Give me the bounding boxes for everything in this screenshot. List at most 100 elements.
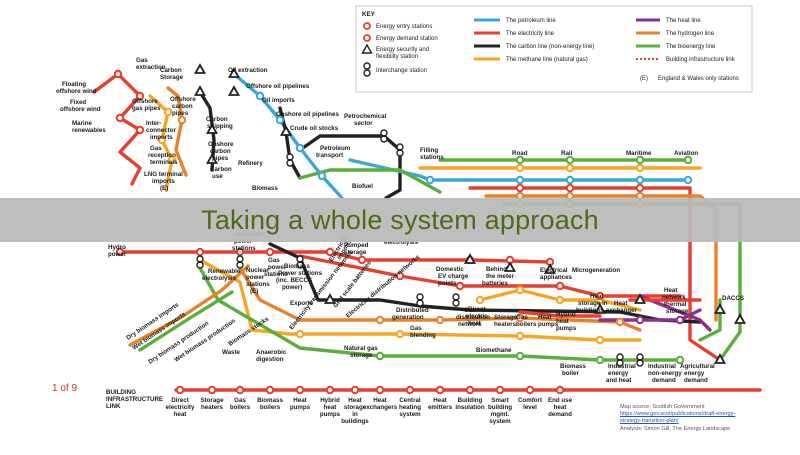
credits-source: Map source: Scottish Government [620,404,705,410]
station-marker [175,385,185,395]
station-marker [515,331,525,341]
station-marker [395,329,405,339]
credits-link[interactable]: https://www.gov.scot/publications/draft-… [620,411,798,425]
building-link-item: in [352,411,358,418]
building-link-item: exchangers [363,404,398,411]
map-label-top-left: extraction [136,64,166,71]
map-label-center-top: stations [420,154,444,161]
map-label-bottom: non-energy [648,370,682,377]
key-line-label: The methane line (natural gas) [506,57,588,63]
building-link-item: level [523,404,537,411]
map-label-lower: heaters [494,321,517,328]
map-label-left-mid: Carbon [206,116,228,123]
map-label-left-mid: Gas [150,145,162,152]
map-label-left-mid: (E) [160,185,168,192]
map-label-lower: Electrical [540,267,568,274]
map-label-lower: Domestic [436,266,464,273]
map-label-lower: Biomass [284,263,310,270]
station-marker [265,247,275,257]
building-link-item: buildings [341,418,369,425]
building-link-item: boilers [260,404,281,411]
station-marker [595,335,605,345]
map-label-lower: buildings [576,307,604,314]
station-marker [265,385,275,395]
map-label-top-left: Onshore oil pipelines [276,111,339,118]
map-label-top-left: Offshore oil pipelines [246,83,310,90]
station-marker [375,315,385,325]
map-label-lower: power [108,251,127,258]
building-link-item: storage [344,404,367,411]
map-label-left-mid: Carbon [210,166,232,173]
station-marker [565,163,575,173]
map-label-lower: storage in [578,300,608,307]
station-marker [357,255,367,265]
map-label-bottom: Industrial [648,363,676,370]
station-triangle [323,293,337,304]
building-link-item: system [399,411,421,418]
map-label-lower: Power stations [278,270,323,277]
key-symbol-interchange [363,69,371,77]
station-triangle [193,85,207,96]
map-label-lower: stations [232,245,256,252]
building-link-item: heating [399,404,421,411]
station-marker [135,91,145,101]
map-label-left-mid: shipping [207,123,233,130]
station-marker [167,155,177,165]
map-label-bottom: Biomethane [476,347,512,354]
map-label-top-left: Offshore [132,98,158,105]
map-label-bottom: boiler [562,370,579,377]
map-label-bottom: Agricultural [680,363,715,370]
building-infrastructure-link: BUILDINGINFRASTRUCTURELINKDirectelectric… [106,389,573,425]
station-marker [515,163,525,173]
map-label-bottom: and heat [606,377,631,384]
map-label-lower: Storage [494,314,518,321]
map-label-left-mid: Inter- [146,120,161,127]
building-link-item: electricity [166,404,195,411]
station-marker [435,385,445,395]
station-marker [515,155,525,165]
map-label-left-mid: reception [148,152,176,159]
map-label-top-left: Carbon [160,67,182,74]
station-marker [515,175,525,185]
station-triangle [463,253,477,264]
map-label-left-mid: imports [152,178,175,185]
map-label-lower: stations [246,281,270,288]
map-label-lower: Gas [410,325,422,332]
map-label-lower: power) [282,284,302,291]
electricity-line-right [468,186,722,362]
building-link-item: emitters [428,404,453,411]
key-label: Interchange station [376,68,427,74]
map-label-left-mid: carbon [210,148,231,155]
building-link-item: Central [399,397,421,404]
credits-analysis: Analysis: Simon Gill, The Energy Landsca… [620,425,731,432]
map-label-center-top: Petroleum [320,145,351,152]
station-marker [515,285,525,295]
map-label-top-left: Storage [160,74,184,81]
station-marker [113,69,123,79]
map-label-bottom: energy [684,370,705,377]
map-label-lower: Exports [290,300,314,307]
station-marker [565,175,575,185]
map-label-left-mid: terminals [150,159,178,166]
map-label-lower: network [458,321,482,328]
station-marker [325,247,335,257]
map-label-lower: exchanger [606,307,638,314]
key-symbol-interchange [363,62,371,70]
map-label-bottom: storage [350,352,373,359]
map-label-left-mid: connector [146,127,177,134]
building-link-item: pumps [290,404,311,411]
map-label-lower: electric [466,313,488,320]
map-label-left-mid: renewables [72,127,106,134]
map-label-center-top: Filling [420,147,438,154]
map-label-transport: Rail [561,150,573,157]
key-line-label: The petroleum line [506,18,556,24]
map-label-lower: storage [666,308,689,315]
map-label-transport: Aviation [674,150,698,157]
station-marker [135,125,145,135]
station-triangle [205,153,219,164]
station-marker [235,247,245,257]
key-symbol-demand [363,34,371,42]
building-link-item: demand [548,411,572,418]
building-link-title: LINK [106,403,121,410]
map-label-lower: Distributed [396,307,429,314]
